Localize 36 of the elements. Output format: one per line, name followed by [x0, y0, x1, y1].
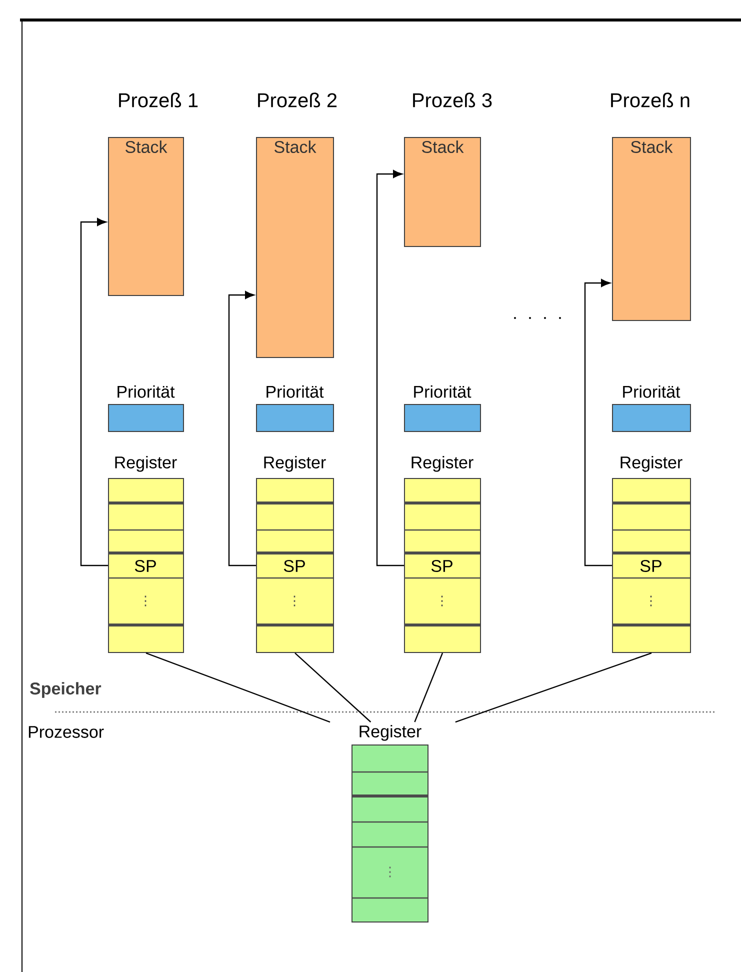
node-label: Priorität	[414, 385, 472, 398]
stack-box: Stack	[256, 137, 334, 358]
priority-box: Priorität	[256, 385, 334, 432]
register-stack: Register SP ⋮	[404, 456, 481, 653]
priority-box: Priorität	[404, 385, 481, 432]
memory-label: Speicher	[30, 682, 102, 698]
process-title: Prozeß 1	[119, 92, 198, 108]
process-title: Prozeß 3	[413, 92, 492, 108]
register-stack: Register SP ⋮	[256, 456, 334, 653]
arrow	[80, 218, 108, 566]
process-title: Prozeß n	[611, 92, 690, 108]
priority-box: Priorität	[108, 385, 184, 432]
stack-box: Stack	[404, 137, 481, 247]
node-label: Register	[620, 456, 682, 472]
arrow	[376, 170, 404, 566]
arrow	[228, 291, 256, 566]
stack-box: Stack	[612, 137, 691, 321]
register-stack: Register SP ⋮	[108, 456, 184, 653]
connector-line	[414, 652, 444, 722]
node-label: Register	[412, 456, 474, 472]
node-label: Priorität	[266, 385, 324, 398]
register-stack: Register SP ⋮	[612, 456, 691, 653]
connector-line	[455, 652, 652, 723]
node-label: Priorität	[118, 385, 175, 398]
connector-line	[294, 652, 372, 722]
register-stack: Register ⋮	[352, 724, 428, 922]
node-label: Priorität	[623, 385, 680, 398]
connector-line	[146, 652, 330, 723]
node-label: Register	[264, 456, 326, 472]
processor-label: Prozessor	[28, 726, 104, 738]
priority-box: Priorität	[612, 385, 691, 432]
stack-box: Stack	[108, 137, 184, 296]
node-label: Register	[115, 456, 177, 472]
process-title: Prozeß 2	[258, 92, 337, 108]
arrow	[584, 279, 612, 566]
node-label: Register	[360, 724, 422, 741]
